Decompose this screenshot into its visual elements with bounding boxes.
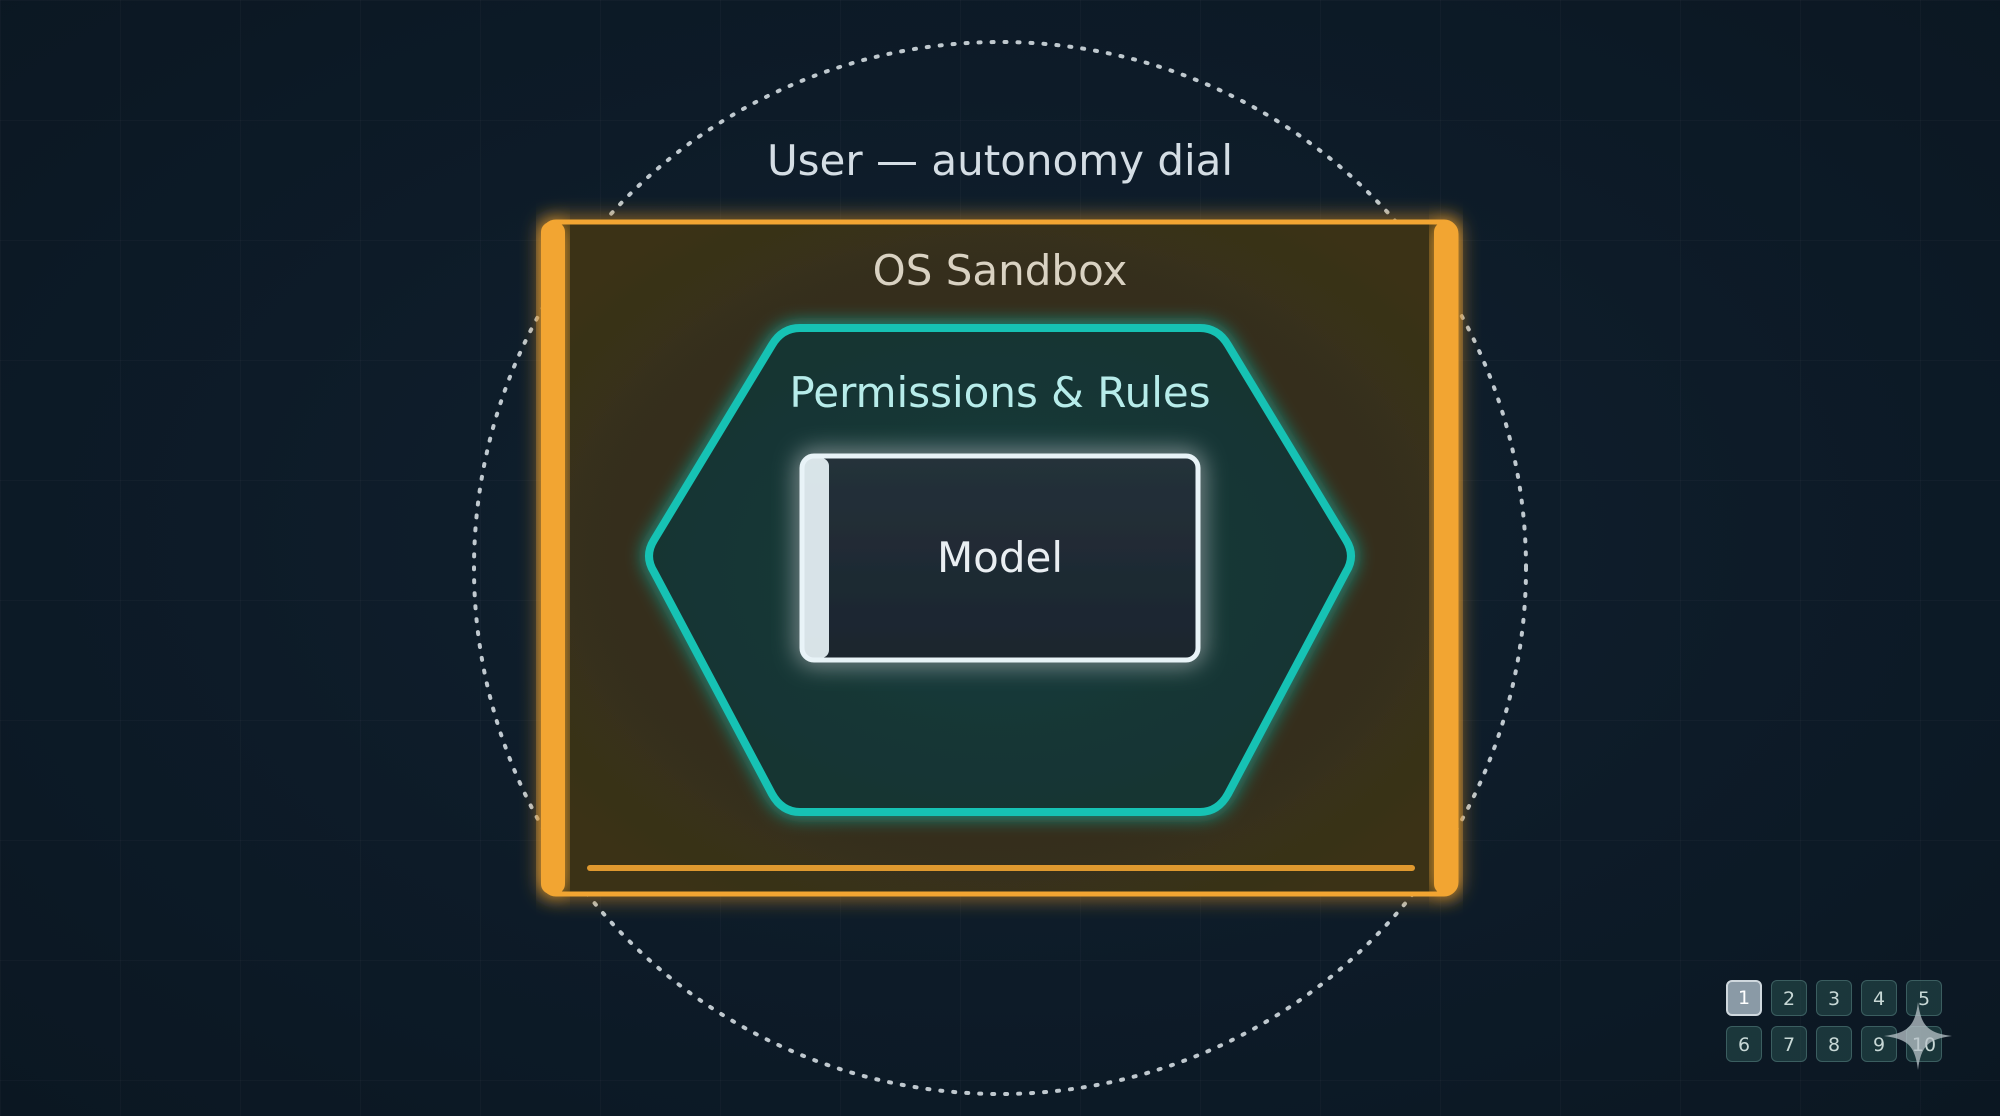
model-label: Model bbox=[936, 533, 1064, 582]
page-button-4[interactable]: 4 bbox=[1861, 980, 1897, 1016]
page-button-1[interactable]: 1 bbox=[1726, 980, 1762, 1016]
page-button-6[interactable]: 6 bbox=[1726, 1026, 1762, 1062]
page-button-3[interactable]: 3 bbox=[1816, 980, 1852, 1016]
page-button-8[interactable]: 8 bbox=[1816, 1026, 1852, 1062]
slide-pager: 1 2 3 4 5 6 7 8 9 10 bbox=[1726, 980, 1946, 1070]
user-autonomy-label: User — autonomy dial bbox=[766, 136, 1234, 185]
page-button-7[interactable]: 7 bbox=[1771, 1026, 1807, 1062]
model-card-accent bbox=[803, 458, 829, 658]
page-button-2[interactable]: 2 bbox=[1771, 980, 1807, 1016]
os-sandbox-label: OS Sandbox bbox=[872, 246, 1128, 295]
autonomy-dial-ring bbox=[472, 40, 1528, 1096]
sandbox-right-edge bbox=[1434, 222, 1458, 894]
page-button-5[interactable]: 5 bbox=[1906, 980, 1942, 1016]
page-button-9[interactable]: 9 bbox=[1861, 1026, 1897, 1062]
permissions-label: Permissions & Rules bbox=[789, 368, 1211, 417]
model-card bbox=[799, 453, 1201, 663]
sparkle-icon bbox=[1884, 1002, 1952, 1070]
sandbox-left-edge bbox=[541, 222, 565, 894]
